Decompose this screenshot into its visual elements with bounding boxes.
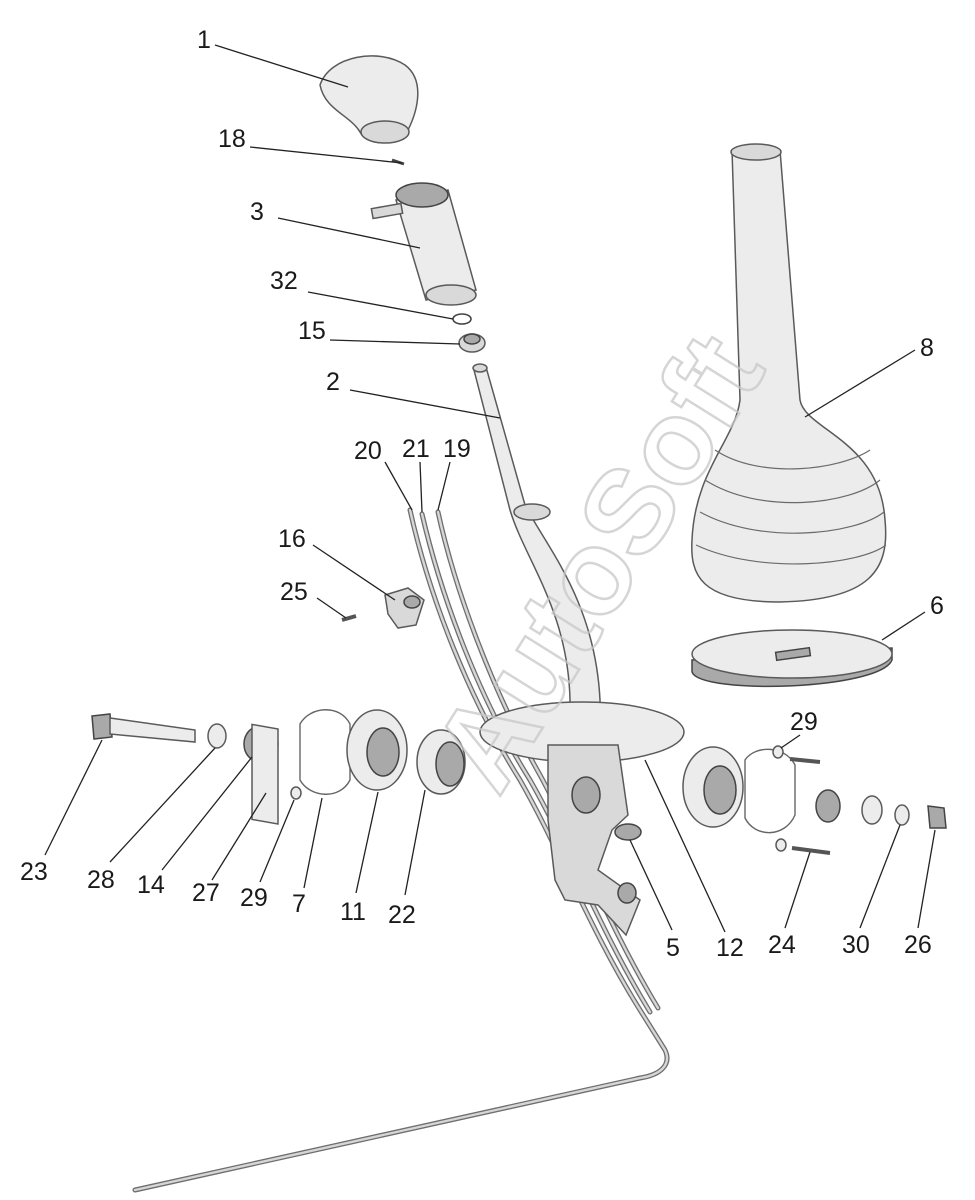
callout-5: 5: [666, 934, 680, 962]
callout-21: 21: [402, 435, 430, 463]
callout-8: 8: [920, 334, 934, 362]
callout-labels: 1 18 3 32 15 2 20 21 19 16 25 8 6 23 28 …: [20, 26, 944, 962]
callout-16: 16: [278, 525, 306, 553]
part-6-plate: [691, 629, 893, 688]
part-25-screw: [341, 614, 357, 622]
callout-28: 28: [87, 866, 115, 894]
callout-25: 25: [280, 578, 308, 606]
callout-20: 20: [354, 437, 382, 465]
callout-27: 27: [192, 879, 220, 907]
callout-11: 11: [340, 898, 366, 926]
part-29-washer-left: [290, 786, 302, 800]
part-22-seal: [416, 729, 466, 795]
leader-lines: [44, 44, 936, 933]
part-12-bracket: [479, 701, 685, 937]
part-23-bolt: [91, 713, 196, 743]
callout-12: 12: [716, 934, 744, 962]
part-28-washer: [207, 723, 227, 749]
part-16-clamp: [384, 587, 425, 629]
callout-24: 24: [768, 931, 796, 959]
callout-29-right: 29: [790, 708, 818, 736]
part-3-sleeve: [370, 182, 477, 306]
right-housing: [682, 746, 796, 834]
callout-18: 18: [218, 125, 246, 153]
part-15-nut: [458, 333, 486, 353]
callout-32: 32: [270, 267, 298, 295]
callout-19: 19: [443, 435, 471, 463]
callout-23: 23: [20, 858, 48, 886]
part-32-ring: [452, 313, 472, 325]
callout-7: 7: [292, 890, 306, 918]
part-1-knob: [319, 55, 419, 144]
part-5-bushing: [614, 823, 642, 841]
part-7-gasket: [251, 709, 351, 825]
part-8-boot: [691, 143, 887, 603]
callout-15: 15: [298, 317, 326, 345]
right-small-parts: [772, 745, 947, 855]
callout-29-left: 29: [240, 884, 268, 912]
callout-14: 14: [137, 871, 165, 899]
callout-30: 30: [842, 931, 870, 959]
callout-6: 6: [930, 592, 944, 620]
callout-22: 22: [388, 901, 416, 929]
callout-1: 1: [197, 26, 211, 54]
callout-26: 26: [904, 931, 932, 959]
callout-2: 2: [326, 368, 340, 396]
callout-3: 3: [250, 198, 264, 226]
part-11-housing: [346, 709, 408, 791]
